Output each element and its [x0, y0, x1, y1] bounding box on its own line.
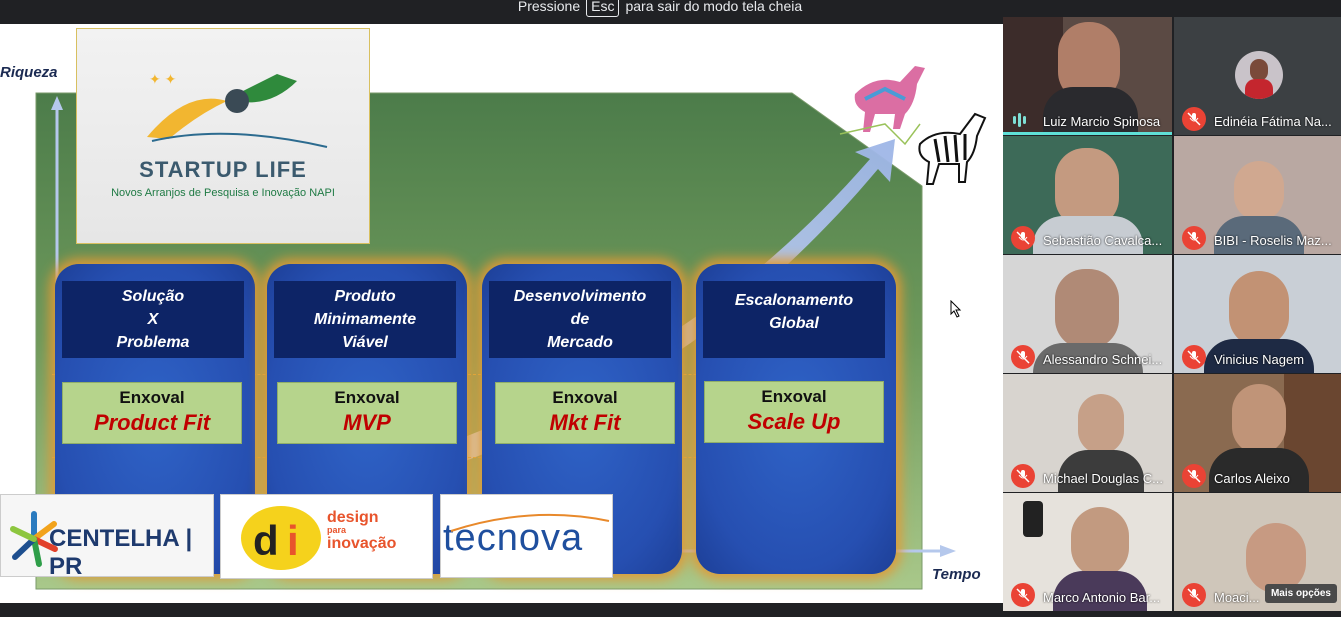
stage-heading: Desenvolvimento de Mercado	[489, 281, 671, 358]
participant-face	[1229, 271, 1289, 347]
stage-box: Enxoval Product Fit	[62, 382, 242, 444]
participant-name: Edinéia Fátima Na...	[1214, 114, 1332, 129]
stage-box-value: MVP	[343, 410, 391, 435]
participant-tile[interactable]: Vinicius Nagem	[1174, 255, 1341, 373]
participant-tile[interactable]: Michael Douglas C...	[1003, 374, 1172, 492]
svg-text:✦ ✦: ✦ ✦	[149, 71, 177, 87]
participant-tile[interactable]: Sebastião Cavalca...	[1003, 136, 1172, 254]
participant-face	[1246, 523, 1306, 593]
zebra-icon	[918, 112, 987, 185]
tecnova-swoosh-icon	[450, 513, 610, 532]
di-badge-icon: d i	[241, 506, 321, 570]
fullscreen-exit-banner: Pressione Esc para sair do modo tela che…	[470, 0, 850, 24]
avatar	[1235, 51, 1283, 99]
mic-muted-icon	[1182, 226, 1206, 250]
stage-heading: Solução X Problema	[62, 281, 244, 358]
mic-muted-icon	[1182, 464, 1206, 488]
participants-grid: Luiz Marcio Spinosa Edinéia Fátima Na...…	[1003, 17, 1341, 617]
participant-face	[1078, 394, 1124, 454]
participant-name: Alessandro Schnei...	[1043, 352, 1163, 367]
mic-muted-icon	[1182, 583, 1206, 607]
svg-text:i: i	[287, 517, 299, 564]
stage-heading: Produto Minimamente Viável	[274, 281, 456, 358]
participant-face	[1232, 384, 1286, 454]
centelha-burst-icon	[10, 511, 58, 567]
x-axis-label: Tempo	[932, 566, 981, 583]
stage-box: Enxoval Mkt Fit	[495, 382, 675, 444]
mic-muted-icon	[1011, 583, 1035, 607]
startup-life-logo: ✦ ✦ STARTUP LIFE Novos Arranjos de Pesqu…	[76, 28, 370, 244]
stage-column-4: Escalonamento Global Enxoval Scale Up	[696, 264, 896, 574]
participant-name: Sebastião Cavalca...	[1043, 233, 1163, 248]
stage-box-value: Scale Up	[747, 409, 841, 434]
centelha-text: CENTELHA | PR	[49, 525, 193, 580]
participant-name: Moaci...	[1214, 590, 1260, 605]
mic-muted-icon	[1011, 464, 1035, 488]
participant-tile[interactable]: Luiz Marcio Spinosa	[1003, 17, 1172, 135]
stage-box: Enxoval MVP	[277, 382, 457, 444]
participant-face	[1234, 161, 1284, 221]
participant-name: BIBI - Roselis Maz...	[1214, 233, 1332, 248]
banner-suffix: para sair do modo tela cheia	[625, 0, 803, 14]
mic-muted-icon	[1182, 107, 1206, 131]
logo-subtitle: Novos Arranjos de Pesquisa e Inovação NA…	[111, 187, 335, 199]
participant-name: Marco Antonio Bar...	[1043, 590, 1161, 605]
design-inovacao-logo: d i design para inovação	[220, 494, 433, 579]
more-options-button[interactable]: Mais opções	[1264, 584, 1337, 603]
unicorn-icon	[839, 66, 925, 146]
mic-muted-icon	[1011, 345, 1035, 369]
centelha-logo: CENTELHA | PR	[0, 494, 214, 580]
svg-text:d: d	[253, 517, 279, 564]
esc-key: Esc	[586, 0, 620, 17]
speaking-indicator-icon	[1013, 113, 1026, 127]
participant-tile[interactable]: Carlos Aleixo	[1174, 374, 1341, 492]
stage-box-label: Enxoval	[334, 388, 400, 407]
dashed-divider-bottom	[52, 457, 892, 458]
participant-face	[1071, 507, 1129, 577]
mouse-cursor-icon	[950, 300, 962, 318]
stage-box-label: Enxoval	[119, 388, 185, 407]
design-line-2: para	[327, 525, 347, 535]
tecnova-text: tecnova	[443, 517, 584, 559]
stage-box: Enxoval Scale Up	[704, 381, 884, 443]
participant-face	[1055, 269, 1119, 349]
participant-tile[interactable]: BIBI - Roselis Maz...	[1174, 136, 1341, 254]
participant-tile[interactable]: Marco Antonio Bar...	[1003, 493, 1172, 611]
participant-name: Carlos Aleixo	[1214, 471, 1290, 486]
rocket-icon: ✦ ✦	[147, 71, 328, 148]
stage-heading: Escalonamento Global	[703, 281, 885, 358]
slide-bottom-bar	[0, 603, 1003, 617]
presentation-slide: Riqueza Tempo ✦ ✦ STARTUP LIFE Novos Arr…	[0, 24, 1003, 603]
stage-box-value: Mkt Fit	[549, 410, 621, 435]
participant-name: Luiz Marcio Spinosa	[1043, 114, 1161, 129]
design-line-1: design	[327, 509, 379, 526]
participant-name: Vinicius Nagem	[1214, 352, 1305, 367]
active-speaker-border	[1003, 132, 1172, 135]
mic-muted-icon	[1182, 345, 1206, 369]
banner-prefix: Pressione	[517, 0, 581, 14]
design-line-3: inovação	[327, 535, 397, 552]
stage-box-label: Enxoval	[552, 388, 618, 407]
design-text: design para inovação	[327, 509, 396, 552]
stage-box-label: Enxoval	[761, 387, 827, 406]
logo-title: STARTUP LIFE	[139, 157, 307, 182]
participant-tile[interactable]: Moaci... Mais opções	[1174, 493, 1341, 611]
participant-tile[interactable]: Alessandro Schnei...	[1003, 255, 1172, 373]
tecnova-logo: tecnova	[440, 494, 613, 578]
participant-name: Michael Douglas C...	[1043, 471, 1163, 486]
participant-face	[1055, 148, 1119, 228]
participant-tile[interactable]: Edinéia Fátima Na...	[1174, 17, 1341, 135]
mic-muted-icon	[1011, 226, 1035, 250]
y-axis-label: Riqueza	[0, 64, 58, 81]
guitar-icon	[1023, 501, 1043, 537]
stage-box-value: Product Fit	[93, 410, 211, 435]
dashed-divider-top	[52, 374, 892, 375]
